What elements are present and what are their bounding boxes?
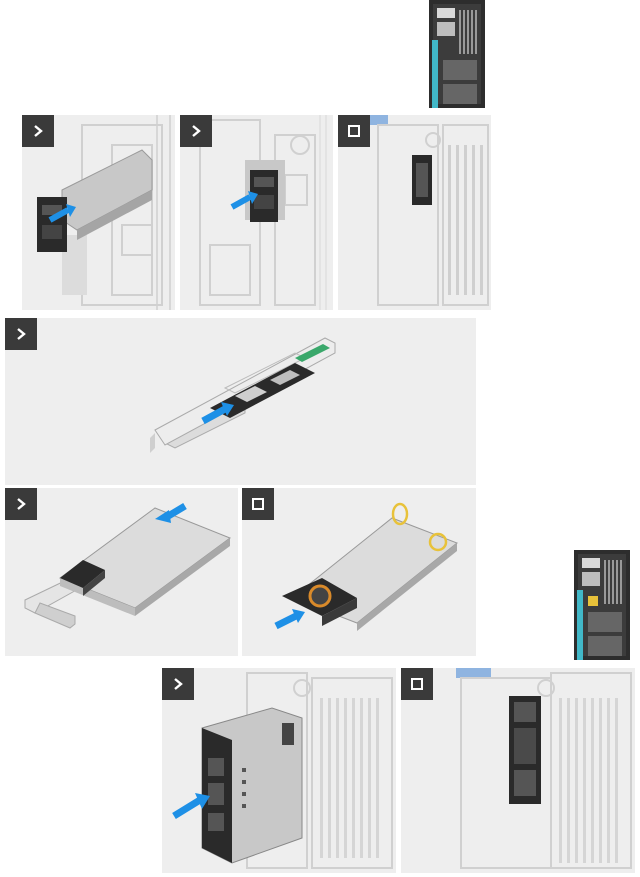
stop-square-icon [401,668,433,700]
step-panel-6 [242,488,476,656]
chevron-right-icon [162,668,194,700]
chevron-right-icon [180,115,212,147]
chevron-right-icon [22,115,54,147]
step-panel-5 [5,488,238,656]
chassis-rear-thumbnail-bottom [574,550,630,660]
chassis-rear-thumbnail-top [429,0,485,108]
step-panel-1 [22,115,175,310]
step-panel-2 [180,115,333,310]
step-panel-4 [5,318,476,485]
step-panel-8 [401,668,635,873]
chevron-right-icon [5,318,37,350]
step-panel-3 [338,115,491,310]
stop-square-icon [242,488,274,520]
stop-square-icon [338,115,370,147]
chevron-right-icon [5,488,37,520]
step-panel-7 [162,668,396,873]
